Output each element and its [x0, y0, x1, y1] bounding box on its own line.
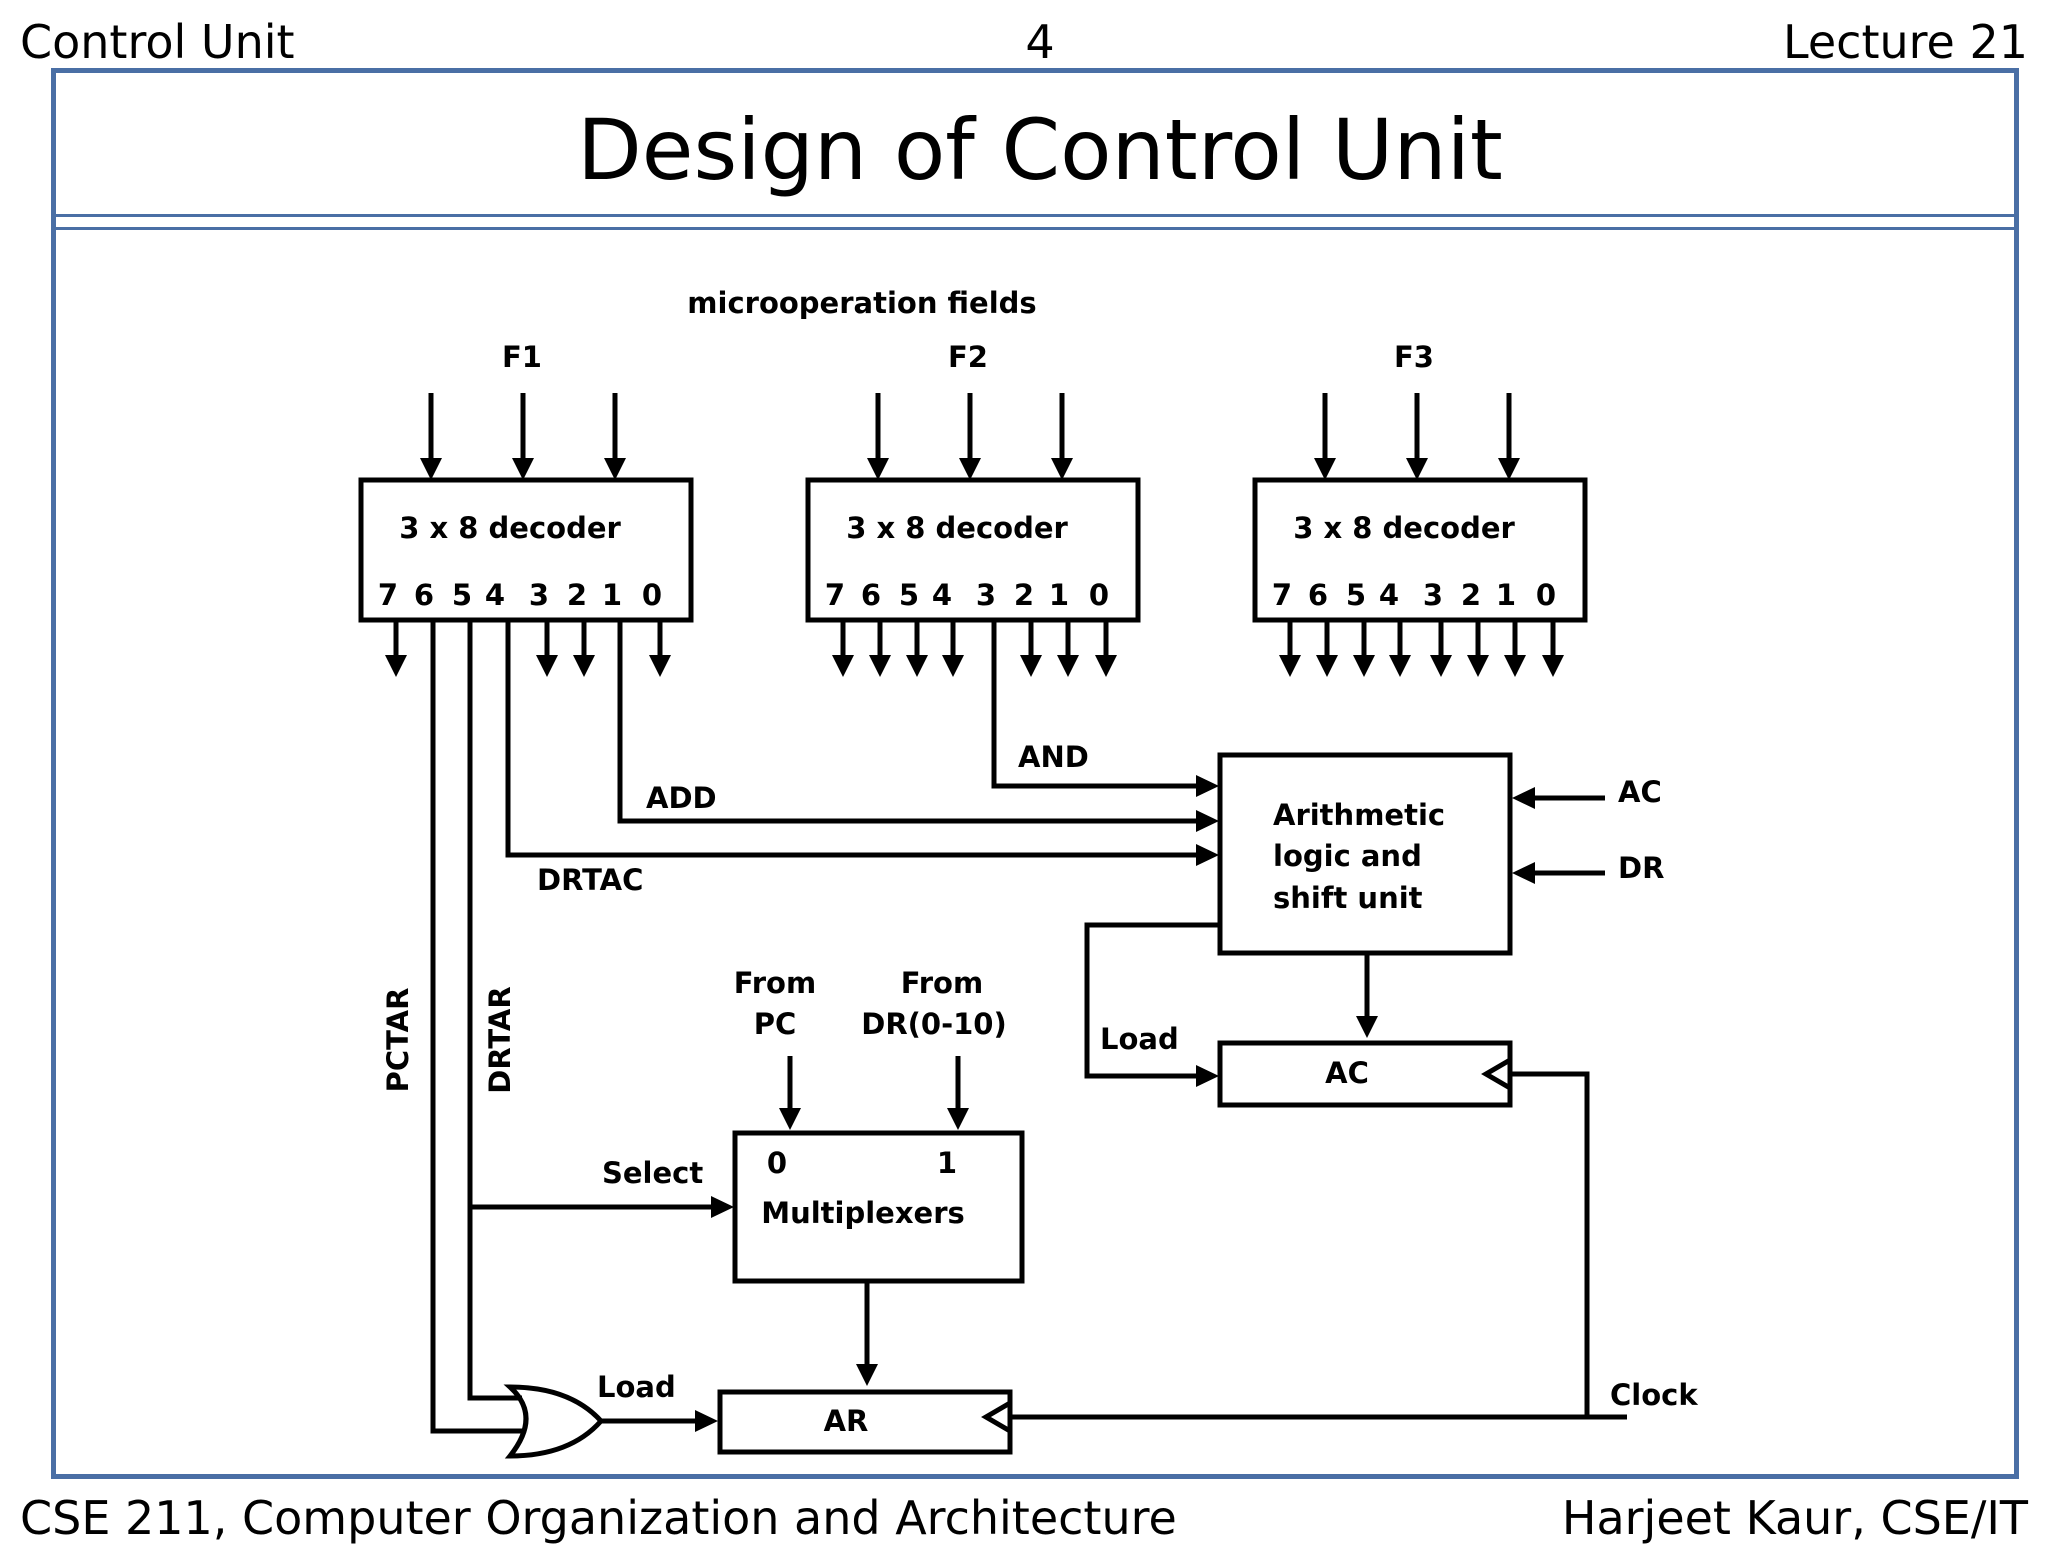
decoder-f3-label: 3 x 8 decoder: [1293, 511, 1515, 545]
decoder-f2-output-3: 3: [976, 578, 996, 612]
fields-label: microoperation fields: [687, 286, 1036, 320]
decoder-f2-output-6: 6: [861, 578, 881, 612]
header-left: Control Unit: [20, 15, 295, 69]
decoder-f3: 3 x 8 decoder: [1252, 477, 1588, 623]
mux-from-pc-line2: PC: [754, 1007, 797, 1041]
decoder-f2-label: 3 x 8 decoder: [846, 511, 1068, 545]
ac-load-wire: [1084, 922, 1220, 1087]
decoder-f1-label: 3 x 8 decoder: [399, 511, 621, 545]
signal-select-label: Select: [602, 1156, 703, 1190]
alu-input-ac-label: AC: [1618, 775, 1662, 809]
decoder-f3-output-3: 3: [1423, 578, 1443, 612]
ar-register-label: AR: [824, 1404, 869, 1438]
decoder-f1-output-0: 0: [642, 578, 662, 612]
decoder-f3-output-5: 5: [1346, 578, 1366, 612]
mux-input-0-label: 0: [767, 1146, 787, 1180]
signal-and-label: AND: [1018, 740, 1089, 774]
decoder-f3-output-7: 7: [1272, 578, 1292, 612]
decoder-f1-output-3: 3: [529, 578, 549, 612]
decoder-f2-output-7: 7: [825, 578, 845, 612]
field-label-f1: F1: [502, 340, 542, 374]
decoder-f1-output-4: 4: [485, 578, 505, 612]
slide-title: Design of Control Unit: [577, 101, 1503, 199]
decoder-f3-output-0: 0: [1536, 578, 1556, 612]
decoder-f2-output-1: 1: [1049, 578, 1069, 612]
mux-from-dr-line2: DR(0-10): [861, 1007, 1006, 1041]
signal-add-label: ADD: [646, 781, 717, 815]
page-number: 4: [1025, 15, 1055, 69]
decoder-f2: 3 x 8 decoder: [805, 477, 1141, 623]
decoder-f2-output-4: 4: [932, 578, 952, 612]
decoder-f1-output-1: 1: [602, 578, 622, 612]
alu-label-line3: shift unit: [1273, 881, 1423, 915]
alu-block: Arithmetic logic and shift unit: [1217, 752, 1513, 956]
decoder-unused-output-arrows: [385, 620, 1564, 677]
mux-input-1-label: 1: [937, 1146, 957, 1180]
alu-side-inputs: AC DR: [1512, 775, 1664, 885]
alu-input-dr-label: DR: [1618, 851, 1664, 885]
mux-input-wires: [779, 1056, 969, 1130]
signal-load-ar-label: Load: [597, 1370, 676, 1404]
signal-load-ac-label: Load: [1100, 1022, 1179, 1056]
ac-register: AC: [1217, 1040, 1513, 1108]
decoder-f3-outputs: 7 6 5 4 3 2 1 0: [1272, 578, 1556, 612]
clock-wire: [1005, 1071, 1627, 1420]
decoder-input-arrows: [420, 393, 1520, 480]
or-gate: [503, 1384, 605, 1459]
footer-left: CSE 211, Computer Organization and Archi…: [20, 1491, 1177, 1545]
decoder-f1-outputs: 7 6 5 4 3 2 1 0: [378, 578, 662, 612]
mux-label: Multiplexers: [761, 1196, 965, 1230]
multiplexer-block: 0 1 Multiplexers: [732, 1130, 1025, 1284]
decoder-f1-output-5: 5: [452, 578, 472, 612]
alu-control-wires: [505, 620, 1219, 866]
decoder-f2-output-2: 2: [1014, 578, 1034, 612]
decoder-f3-output-4: 4: [1379, 578, 1399, 612]
signal-drtac-label: DRTAC: [537, 863, 643, 897]
mux-to-ar-wire: [856, 1281, 878, 1386]
title-rule-top: [51, 214, 2019, 217]
slide-frame: [51, 68, 2019, 1479]
decoder-f3-output-1: 1: [1496, 578, 1516, 612]
signal-pctar-label: PCTAR: [381, 988, 415, 1093]
decoder-f3-output-6: 6: [1308, 578, 1328, 612]
footer-right: Harjeet Kaur, CSE/IT: [1561, 1491, 2028, 1545]
decoder-f2-outputs: 7 6 5 4 3 2 1 0: [825, 578, 1109, 612]
ar-control-wires: [430, 620, 734, 1434]
alu-label-line1: Arithmetic: [1273, 798, 1445, 832]
mux-from-dr-line1: From: [901, 966, 983, 1000]
field-label-f3: F3: [1394, 340, 1434, 374]
decoder-f1-output-2: 2: [567, 578, 587, 612]
signal-drtar-label: DRTAR: [483, 986, 517, 1093]
title-rule-bottom: [51, 227, 2019, 230]
decoder-f2-output-5: 5: [899, 578, 919, 612]
or-to-ar-load-wire: [601, 1410, 718, 1432]
decoder-f1: 3 x 8 decoder: [358, 477, 694, 623]
alu-to-ac-wire: [1356, 953, 1378, 1038]
decoder-f1-output-7: 7: [378, 578, 398, 612]
header-right: Lecture 21: [1783, 15, 2028, 69]
signal-clock-label: Clock: [1610, 1378, 1698, 1412]
alu-label-line2: logic and: [1273, 839, 1422, 873]
field-label-f2: F2: [948, 340, 988, 374]
mux-from-pc-line1: From: [734, 966, 816, 1000]
decoder-f2-output-0: 0: [1089, 578, 1109, 612]
ac-register-label: AC: [1325, 1056, 1369, 1090]
decoder-f1-output-6: 6: [414, 578, 434, 612]
decoder-f3-output-2: 2: [1461, 578, 1481, 612]
ar-register: AR: [717, 1389, 1013, 1455]
